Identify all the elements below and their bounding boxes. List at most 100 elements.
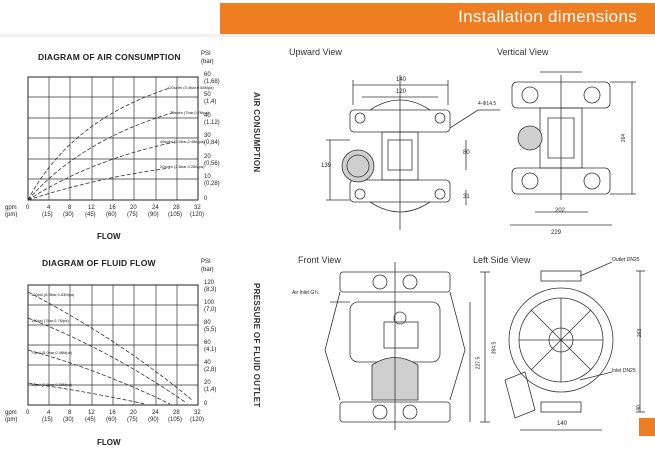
air-y-tick: 0: [204, 196, 208, 202]
fluid-x-tick: 24: [152, 410, 159, 416]
air-curve-4: 20scfm (2.8bar,0.28Mpa): [160, 164, 205, 169]
air-curve-1: 120scfm (3.4bar,0.58Mpa): [167, 85, 214, 90]
dim-ls-inlet: Inlet DN25: [612, 368, 636, 374]
air-y-tick-sub: (0,84): [204, 140, 220, 146]
dim-ls-40: 40: [635, 405, 642, 411]
dim-ls-outlet: Outlet DN25: [612, 257, 640, 263]
page-corner-tab: [639, 418, 655, 436]
fluid-x-unit: gpm: [5, 410, 17, 416]
air-x-tick-sub: (45): [85, 212, 96, 218]
fluid-curve-3: 70psi (5.0bar,0.48Mpa): [31, 350, 73, 355]
air-x-tick: 20: [130, 205, 137, 211]
air-y-tick: 30: [204, 133, 211, 139]
air-x-tick-sub: (30): [63, 212, 74, 218]
vertical-view-title: Vertical View: [497, 47, 549, 57]
fluid-y-tick: 100: [204, 300, 215, 306]
air-y-tick-sub: (0,28): [204, 181, 220, 187]
fluid-x-label: FLOW: [97, 438, 121, 447]
air-y-tick-sub: (1,12): [204, 120, 220, 126]
fluid-x-tick-sub: (120): [190, 417, 205, 423]
dim-up-139: 139: [321, 163, 332, 169]
air-x-tick-sub: (75): [127, 212, 138, 218]
fluid-y-tick-sub: (8,3): [204, 287, 217, 293]
air-x-tick-sub: (105): [168, 212, 183, 218]
air-x-tick: 0: [26, 205, 30, 211]
air-x-tick-sub: (90): [148, 212, 159, 218]
dim-up-phi: 4-Φ14.5: [478, 101, 497, 107]
fluid-curve-4: 40psi (2.8bar,0.28Mpa): [31, 382, 73, 387]
fluid-x-tick: 16: [109, 410, 116, 416]
fluid-y-tick: 40: [204, 360, 211, 366]
fluid-y-tick-sub: (2,8): [204, 367, 217, 373]
fluid-y-tick: 20: [204, 380, 211, 386]
air-x-tick: 32: [194, 205, 201, 211]
fluid-x-tick: 32: [194, 410, 201, 416]
fluid-y-unit: PSI: [201, 259, 211, 265]
dim-ver-229: 229: [551, 230, 562, 236]
air-x-tick: 8: [68, 205, 72, 211]
air-x-tick: 12: [88, 205, 95, 211]
air-curve-3: 40scfm (5.0bar,0.48Mpa): [160, 139, 205, 144]
air-y-tick-sub: (1,68): [204, 79, 220, 85]
air-x-tick-sub: (120): [190, 212, 205, 218]
air-x-tick-sub: (15): [42, 212, 53, 218]
dim-up-80: 80: [463, 150, 470, 156]
fluid-curve-2: 100psi (7bar,0.7Mpa): [31, 318, 69, 323]
fluid-x-tick-sub: (30): [63, 417, 74, 423]
header-banner: Installation dimensions: [220, 3, 655, 34]
header-divider: [0, 34, 655, 37]
fluid-x-unit-sub: (pm): [5, 417, 18, 423]
fluid-side-label: PRESSURE OF FLUID OUTLET: [252, 283, 261, 408]
dim-up-120: 120: [396, 89, 407, 95]
air-y-tick: 10: [204, 174, 211, 180]
fluid-y-unit-sub: (bar): [201, 267, 214, 273]
dim-ver-202: 202: [555, 208, 566, 214]
fluid-y-tick: 120: [204, 280, 215, 286]
air-y-tick: 50: [204, 92, 211, 98]
fluid-x-tick-sub: (15): [42, 417, 53, 423]
air-x-tick: 24: [152, 205, 159, 211]
fluid-x-tick: 8: [68, 410, 72, 416]
air-x-label: FLOW: [97, 232, 121, 241]
air-side-label: AIR CONSUMPTION: [252, 92, 261, 173]
air-x-tick-sub: (60): [106, 212, 117, 218]
fluid-y-tick-sub: (4,1): [204, 347, 217, 353]
air-x-unit-sub: (pm): [5, 212, 18, 218]
air-y-tick-sub: (0,56): [204, 161, 220, 167]
fluid-x-tick: 4: [47, 410, 51, 416]
fluid-y-tick-sub: (7,0): [204, 307, 217, 313]
air-y-tick: 40: [204, 113, 211, 119]
fluid-curve-1: 120psi (8.3bar,0.83Mpa): [31, 292, 75, 297]
air-x-tick: 16: [109, 205, 116, 211]
fluid-y-tick: 80: [204, 320, 211, 326]
air-x-unit: gpm: [5, 205, 17, 211]
fluid-x-tick-sub: (75): [127, 417, 138, 423]
fluid-x-tick: 28: [173, 410, 180, 416]
fluid-x-tick: 20: [130, 410, 137, 416]
fluid-x-tick: 0: [26, 410, 30, 416]
fluid-y-tick-sub: (5,5): [204, 327, 217, 333]
upward-view-title: Upward View: [289, 47, 342, 57]
left-side-view-title: Left Side View: [473, 255, 531, 265]
fluid-y-tick: 0: [204, 401, 208, 407]
air-y-tick-sub: (1,4): [204, 99, 217, 105]
air-curve-2: 70scfm (7bar,0.7Mpa): [170, 110, 209, 115]
air-y-tick: 60: [204, 72, 211, 78]
air-y-unit-sub: (bar): [201, 59, 214, 65]
dim-up-31: 31: [463, 194, 470, 200]
air-x-tick: 28: [173, 205, 180, 211]
fluid-x-tick-sub: (90): [148, 417, 159, 423]
fluid-x-tick-sub: (60): [106, 417, 117, 423]
page-title: Installation dimensions: [458, 7, 637, 26]
air-x-tick: 4: [47, 205, 51, 211]
fluid-x-tick-sub: (45): [85, 417, 96, 423]
fluid-chart-title: DIAGRAM OF FLUID FLOW: [42, 258, 156, 268]
dim-up-140: 140: [396, 77, 407, 83]
fluid-y-tick-sub: (1,4): [204, 387, 217, 393]
front-view-title: Front View: [298, 255, 341, 265]
